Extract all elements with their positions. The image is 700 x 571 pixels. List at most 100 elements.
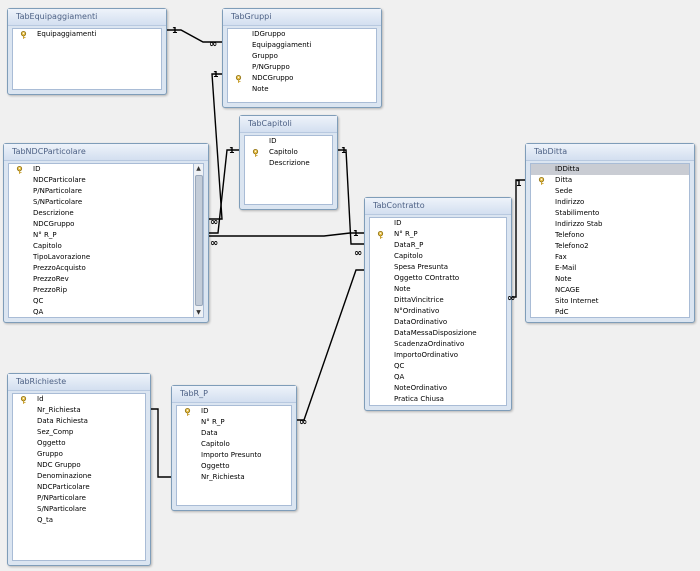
table-title[interactable]: TabRichieste: [8, 374, 150, 391]
field-ditta[interactable]: Ditta: [531, 175, 689, 186]
field-dataordinativo[interactable]: DataOrdinativo: [370, 317, 506, 328]
field-id[interactable]: ID: [245, 136, 332, 147]
field-indirizzo[interactable]: Indirizzo: [531, 197, 689, 208]
field-ncage[interactable]: NCAGE: [531, 285, 689, 296]
relationship-tabcapitoli-tabcontratto[interactable]: [338, 149, 364, 245]
field-gruppo[interactable]: Gruppo: [13, 449, 145, 460]
field-descrizione[interactable]: Descrizione: [9, 208, 193, 219]
field-prezzorip[interactable]: PrezzoRip: [9, 285, 193, 296]
field-dittavincitrice[interactable]: DittaVincitrice: [370, 295, 506, 306]
relationship-tabditta-tabcontratto[interactable]: [512, 179, 525, 298]
scroll-thumb[interactable]: [195, 175, 203, 306]
field-p-ngruppo[interactable]: P/NGruppo: [228, 62, 376, 73]
field-id[interactable]: ID: [370, 218, 506, 229]
field-equipaggiamenti[interactable]: Equipaggiamenti: [228, 40, 376, 51]
table-title[interactable]: TabCapitoli: [240, 116, 337, 133]
table-title[interactable]: TabDitta: [526, 144, 694, 161]
relationship-line[interactable]: [297, 269, 364, 421]
relationship-line[interactable]: [209, 73, 223, 220]
field-oggetto[interactable]: Oggetto: [13, 438, 145, 449]
field-qa[interactable]: QA: [370, 372, 506, 383]
field-importo-presunto[interactable]: Importo Presunto: [177, 450, 291, 461]
field-prezzoacquisto[interactable]: PrezzoAcquisto: [9, 263, 193, 274]
field-id[interactable]: ID: [9, 164, 193, 175]
field-id[interactable]: ID: [177, 406, 291, 417]
table-title[interactable]: TabEquipaggiamenti: [8, 9, 166, 26]
field-idditta[interactable]: IDDitta: [531, 164, 689, 175]
field-sito-internet[interactable]: Sito Internet: [531, 296, 689, 307]
relationship-tabcontratto-tabndcparticolare[interactable]: [209, 232, 364, 237]
scroll-down-icon[interactable]: ▼: [196, 309, 201, 316]
field-q-ta[interactable]: Q_ta: [13, 515, 145, 526]
field-telefono2[interactable]: Telefono2: [531, 241, 689, 252]
table-title[interactable]: TabContratto: [365, 198, 511, 215]
field-pdc[interactable]: PdC: [531, 307, 689, 317]
field-ndcgruppo[interactable]: NDCGruppo: [9, 219, 193, 230]
field-sede[interactable]: Sede: [531, 186, 689, 197]
field-oggetto-contratto[interactable]: Oggetto COntratto: [370, 273, 506, 284]
relationship-tabrichieste-tabr-p[interactable]: [151, 408, 171, 478]
relationship-line[interactable]: [209, 232, 364, 237]
relationship-line[interactable]: [512, 179, 525, 298]
field-n-r-p[interactable]: N° R_P: [177, 417, 291, 428]
field-p-nparticolare[interactable]: P/NParticolare: [13, 493, 145, 504]
field-capitolo[interactable]: Capitolo: [177, 439, 291, 450]
field-ndcgruppo[interactable]: NDCGruppo: [228, 73, 376, 84]
field-gruppo[interactable]: Gruppo: [228, 51, 376, 62]
field-idgruppo[interactable]: IDGruppo: [228, 29, 376, 40]
field-e-mail[interactable]: E-Mail: [531, 263, 689, 274]
vertical-scrollbar[interactable]: ▲▼: [194, 163, 204, 318]
field-pratica-chiusa[interactable]: Pratica Chiusa: [370, 394, 506, 405]
field-nr-richiesta[interactable]: Nr_Richiesta: [177, 472, 291, 483]
field-ndcparticolare[interactable]: NDCParticolare: [13, 482, 145, 493]
field-datar-p[interactable]: DataR_P: [370, 240, 506, 251]
field-s-nparticolare[interactable]: S/NParticolare: [13, 504, 145, 515]
field-capitolo[interactable]: Capitolo: [9, 241, 193, 252]
field-importoordinativo[interactable]: ImportoOrdinativo: [370, 350, 506, 361]
field-nr-richiesta[interactable]: Nr_Richiesta: [13, 405, 145, 416]
field-s-nparticolare[interactable]: S/NParticolare: [9, 197, 193, 208]
relationship-line[interactable]: [151, 408, 171, 478]
relationship-tabcontratto-tabr-p[interactable]: [297, 269, 364, 421]
field-ndcparticolare[interactable]: NDCParticolare: [9, 175, 193, 186]
field-oggetto[interactable]: Oggetto: [177, 461, 291, 472]
field-id[interactable]: Id: [13, 394, 145, 405]
field-qc[interactable]: QC: [9, 296, 193, 307]
field-n-r-p[interactable]: N° R_P: [9, 230, 193, 241]
table-title[interactable]: TabR_P: [172, 386, 296, 403]
field-p-nparticolare[interactable]: P/NParticolare: [9, 186, 193, 197]
field-stabilimento[interactable]: Stabilimento: [531, 208, 689, 219]
field-telefono[interactable]: Telefono: [531, 230, 689, 241]
field-ndc-gruppo[interactable]: NDC Gruppo: [13, 460, 145, 471]
field-data[interactable]: Data: [177, 428, 291, 439]
field-nordinativo[interactable]: N°Ordinativo: [370, 306, 506, 317]
field-scadenzaordinativo[interactable]: ScadenzaOrdinativo: [370, 339, 506, 350]
field-tipolavorazione[interactable]: TipoLavorazione: [9, 252, 193, 263]
field-spesa-presunta[interactable]: Spesa Presunta: [370, 262, 506, 273]
field-sez-comp[interactable]: Sez_Comp: [13, 427, 145, 438]
field-capitolo[interactable]: Capitolo: [245, 147, 332, 158]
relationship-tabgruppi-tabndcparticolare[interactable]: [209, 73, 223, 220]
field-qc[interactable]: QC: [370, 361, 506, 372]
relationship-line[interactable]: [338, 149, 364, 245]
field-note[interactable]: Note: [228, 84, 376, 95]
field-indirizzo-stab[interactable]: Indirizzo Stab: [531, 219, 689, 230]
field-note[interactable]: Note: [531, 274, 689, 285]
field-equipaggiamenti[interactable]: Equipaggiamenti: [13, 29, 161, 40]
field-note[interactable]: Note: [370, 284, 506, 295]
field-n-r-p[interactable]: N° R_P: [370, 229, 506, 240]
